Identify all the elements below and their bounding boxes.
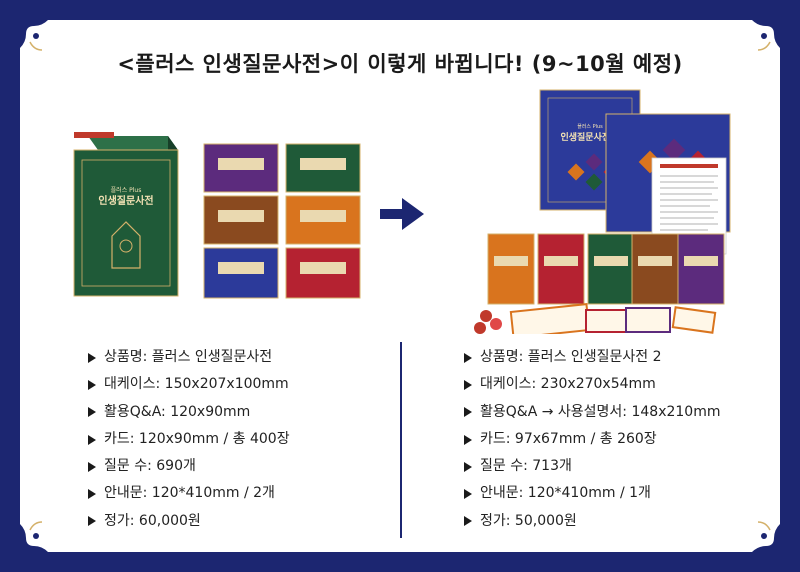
page-title: <플러스 인생질문사전>이 이렇게 바뀝니다! (9~10월 예정) <box>117 52 683 76</box>
corner-ornament-icon <box>752 20 780 51</box>
spec-item: 활용Q&A: 120x90mm <box>88 399 290 426</box>
spec-item: 대케이스: 230x270x54mm <box>464 371 720 398</box>
spec-item: 정가: 50,000원 <box>464 508 720 535</box>
old-card-boxes <box>203 143 361 299</box>
triangle-bullet-icon <box>88 352 96 363</box>
triangle-bullet-icon <box>88 489 96 500</box>
spec-item: 활용Q&A → 사용설명서: 148x210mm <box>464 399 720 426</box>
triangle-bullet-icon <box>88 407 96 418</box>
spec-item: 정가: 60,000원 <box>88 508 290 535</box>
triangle-bullet-icon <box>464 407 472 418</box>
old-box-title: 인생질문사전 <box>98 194 153 207</box>
triangle-bullet-icon <box>88 461 96 472</box>
spec-item: 상품명: 플러스 인생질문사전 <box>88 344 290 371</box>
column-divider <box>400 342 402 538</box>
triangle-bullet-icon <box>464 434 472 445</box>
corner-ornament-icon <box>752 521 780 552</box>
old-box-subtitle: 플러스 Plus <box>111 186 142 194</box>
triangle-bullet-icon <box>88 434 96 445</box>
triangle-bullet-icon <box>464 516 472 527</box>
spec-item: 질문 수: 690개 <box>88 453 290 480</box>
triangle-bullet-icon <box>88 516 96 527</box>
triangle-bullet-icon <box>464 489 472 500</box>
new-product-image: 플러스 Plus 인생질문사전 2 <box>474 89 731 334</box>
corner-ornament-icon <box>20 521 48 552</box>
new-box-title: 인생질문사전 2 <box>560 131 619 143</box>
spec-item: 질문 수: 713개 <box>464 453 720 480</box>
old-product-specs: 상품명: 플러스 인생질문사전 대케이스: 150x207x100mm 활용Q&… <box>88 344 290 535</box>
triangle-bullet-icon <box>464 352 472 363</box>
triangle-bullet-icon <box>88 379 96 390</box>
arrow-right-icon <box>380 198 424 230</box>
new-product-specs: 상품명: 플러스 인생질문사전 2 대케이스: 230x270x54mm 활용Q… <box>464 344 720 535</box>
old-product-image: 플러스 Plus 인생질문사전 <box>73 132 361 299</box>
spec-item: 상품명: 플러스 인생질문사전 2 <box>464 344 720 371</box>
spec-item: 대케이스: 150x207x100mm <box>88 371 290 398</box>
new-card-boxes <box>487 233 725 305</box>
spec-item: 카드: 120x90mm / 총 400장 <box>88 426 290 453</box>
spec-item: 카드: 97x67mm / 총 260장 <box>464 426 720 453</box>
content-card: <플러스 인생질문사전>이 이렇게 바뀝니다! (9~10월 예정) 플러스 P… <box>20 20 780 552</box>
spec-item: 안내문: 120*410mm / 2개 <box>88 480 290 507</box>
triangle-bullet-icon <box>464 461 472 472</box>
spec-item: 안내문: 120*410mm / 1개 <box>464 480 720 507</box>
new-box-subtitle: 플러스 Plus <box>577 123 603 130</box>
triangle-bullet-icon <box>464 379 472 390</box>
corner-ornament-icon <box>20 20 48 51</box>
